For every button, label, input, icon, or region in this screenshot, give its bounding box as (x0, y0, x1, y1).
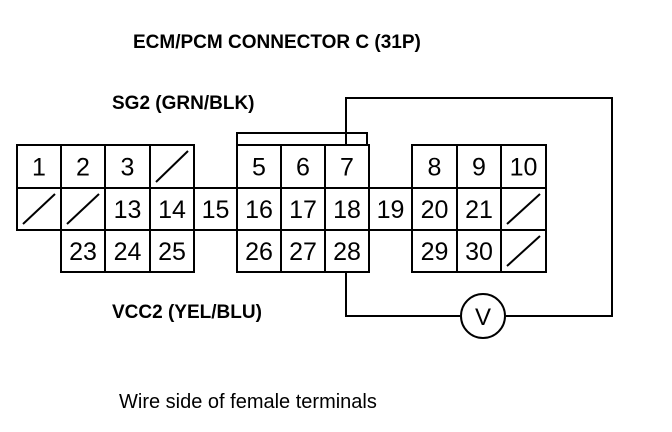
sg2-label: SG2 (GRN/BLK) (112, 93, 255, 114)
terminal-number: 2 (76, 154, 90, 182)
terminal-number: 10 (510, 154, 538, 182)
unused-terminal-slash (506, 235, 541, 267)
terminal-9 (456, 144, 502, 189)
terminal-number: 27 (289, 238, 317, 266)
vcc2-label: VCC2 (YEL/BLU) (112, 302, 262, 323)
terminal-number: 5 (252, 154, 266, 182)
terminal-number: 19 (377, 196, 405, 224)
unused-terminal-slash (22, 193, 56, 225)
terminal-number: 9 (472, 154, 486, 182)
terminal-30 (456, 229, 502, 273)
caption: Wire side of female terminals (119, 391, 377, 413)
terminal-number: 23 (69, 238, 97, 266)
terminal-6 (280, 144, 326, 189)
terminal-number: 1 (32, 154, 46, 182)
terminal-number: 25 (158, 238, 186, 266)
terminal-number: 24 (114, 238, 142, 266)
terminal-number: 26 (245, 238, 273, 266)
terminal-number: 14 (158, 196, 186, 224)
terminal-number: 29 (421, 238, 449, 266)
terminal-number: 16 (245, 196, 273, 224)
sg2-probe-wire (345, 97, 613, 317)
terminal-25 (149, 229, 195, 273)
unused-terminal-slash (66, 193, 100, 225)
terminal-number: 18 (333, 196, 361, 224)
terminal-number: 20 (421, 196, 449, 224)
terminal-28 (324, 229, 370, 273)
terminal-number: 6 (296, 154, 310, 182)
terminal-number: 30 (465, 238, 493, 266)
terminal-1 (16, 144, 62, 189)
terminal-19 (368, 187, 413, 231)
terminal-26 (236, 229, 282, 273)
terminal-number: 8 (428, 154, 442, 182)
voltmeter-icon (460, 293, 506, 339)
terminal-14 (149, 187, 195, 231)
terminal-number: 3 (121, 154, 135, 182)
vcc2-probe-wire (345, 272, 460, 317)
connector-lock-tab (236, 132, 368, 146)
terminal-number: 28 (333, 238, 361, 266)
terminal-3 (104, 144, 151, 189)
terminal-13 (104, 187, 151, 231)
terminal-29 (411, 229, 458, 273)
terminal-number: 21 (465, 196, 493, 224)
terminal-number: 7 (340, 154, 354, 182)
terminal-number: 13 (114, 196, 142, 224)
terminal-17 (280, 187, 326, 231)
diagram-title: ECM/PCM CONNECTOR C (31P) (133, 32, 421, 53)
terminal-15 (193, 187, 238, 231)
terminal-number: 15 (202, 196, 230, 224)
unused-terminal-slash (155, 150, 189, 183)
voltmeter-symbol: V (475, 304, 491, 331)
unused-terminal-slash (506, 193, 541, 225)
terminal-number: 17 (289, 196, 317, 224)
terminal-23 (60, 229, 106, 273)
